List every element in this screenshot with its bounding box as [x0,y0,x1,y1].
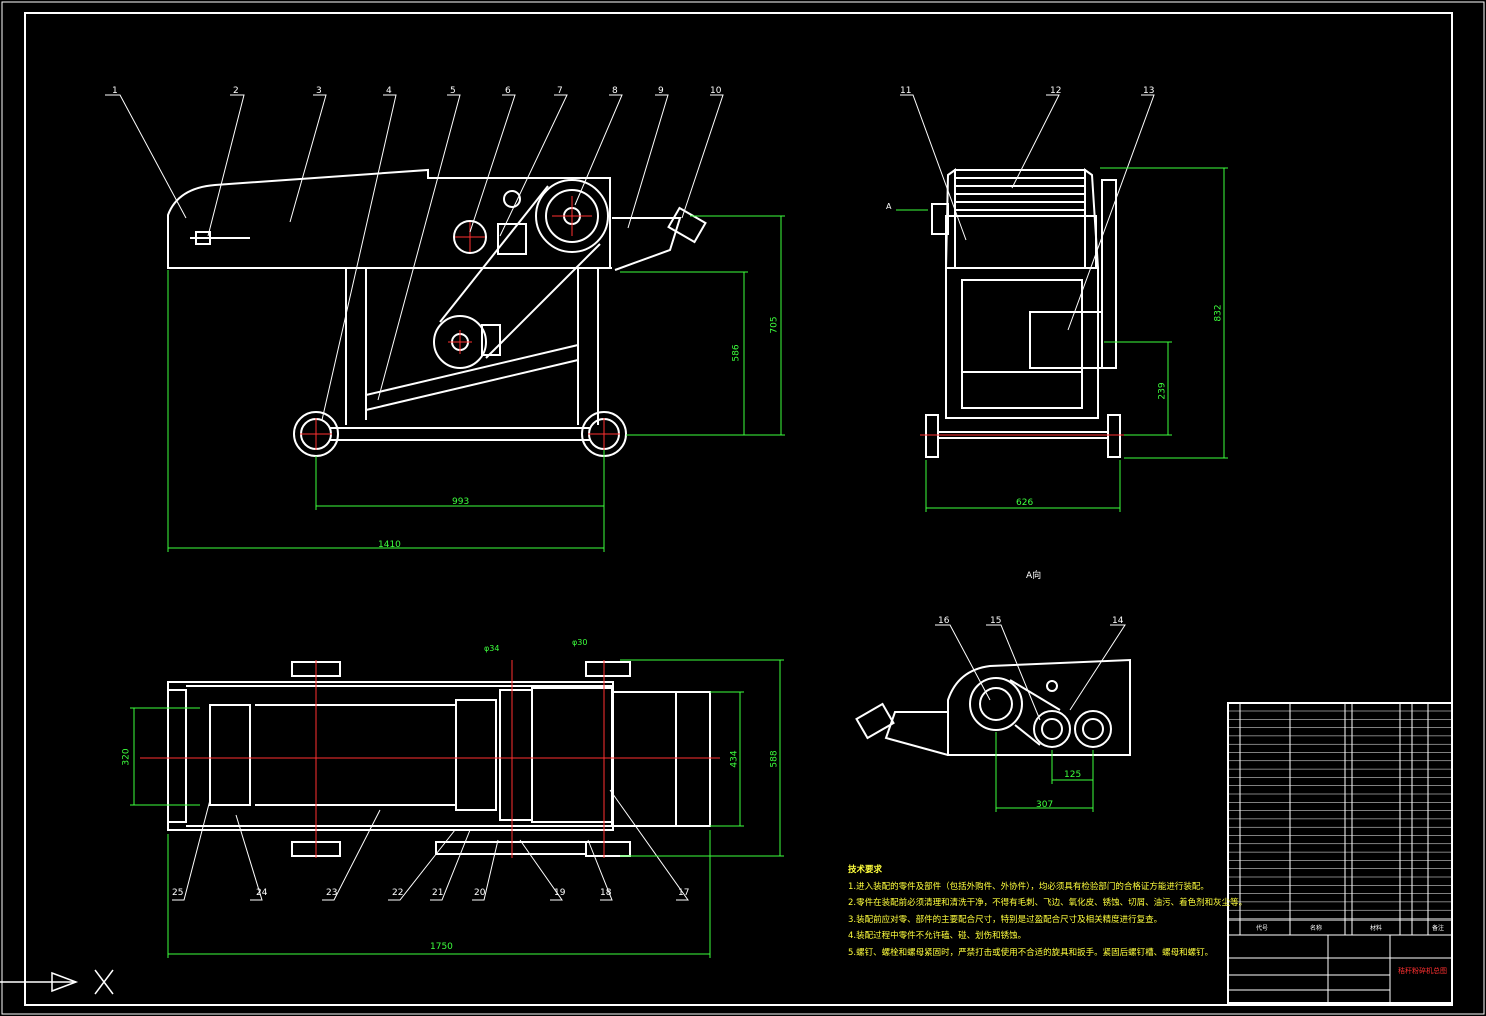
tb-col-note: 备注 [1432,925,1445,932]
tb-col-material: 材料 [1370,925,1383,932]
balloon-16: 16 [938,616,950,626]
balloon-15: 15 [990,616,1002,626]
top-centerlines [140,660,720,858]
side-leaders [900,94,1155,331]
front-centerlines [300,196,620,450]
title-block-rows [1228,710,1452,919]
origin-marker [0,969,114,995]
detail-view [855,658,1131,756]
dim-1750: 1750 [430,942,453,952]
balloon-19: 19 [554,888,566,898]
balloon-25: 25 [172,888,184,898]
detail-leaders [935,624,1126,721]
dim-586: 586 [731,344,742,362]
top-dimensions [130,659,784,958]
balloon-12: 12 [1050,86,1062,96]
title-block [1227,702,1453,1004]
dim-434: 434 [729,750,740,768]
dim-626: 626 [1016,498,1034,508]
balloon-22: 22 [392,888,404,898]
side-dimensions [896,167,1228,512]
tb-drawing-title: 秸秆粉碎机总图 [1398,967,1447,975]
balloon-23: 23 [326,888,338,898]
dim-1410: 1410 [378,540,401,550]
balloon-8: 8 [612,86,618,96]
balloon-1: 1 [112,86,118,96]
front-dimensions [167,215,785,552]
balloon-14: 14 [1112,616,1124,626]
note-5: 5.螺钉、螺栓和螺母紧固时，严禁打击或使用不合适的旋具和扳手。紧固后螺钉槽、螺母… [848,947,1214,958]
balloon-13: 13 [1143,86,1155,96]
balloon-7: 7 [557,86,563,96]
balloon-3: 3 [316,86,322,96]
balloon-21: 21 [432,888,444,898]
dim-705: 705 [769,316,780,334]
dim-588: 588 [769,750,780,768]
front-view [167,168,707,457]
detail-dimensions [995,732,1094,812]
balloon-11: 11 [900,86,912,96]
dim-832: 832 [1213,304,1224,322]
balloon-10: 10 [710,86,722,96]
dim-239: 239 [1157,382,1168,400]
note-4: 4.装配过程中零件不允许磕、碰、划伤和锈蚀。 [848,931,1027,941]
note-2: 2.零件在装配前必须清理和清洗干净，不得有毛刺、飞边、氧化皮、锈蚀、切屑、油污、… [848,898,1248,908]
balloon-20: 20 [474,888,486,898]
dim-307: 307 [1036,800,1054,810]
tb-col-code: 代号 [1256,925,1269,932]
dim-320: 320 [121,748,132,766]
dim-125: 125 [1064,770,1082,780]
balloon-5: 5 [450,86,456,96]
note-1: 1.进入装配的零件及部件（包括外购件、外协件），均必须具有检验部门的合格证方能进… [848,881,1209,892]
balloon-9: 9 [658,86,664,96]
balloon-6: 6 [505,86,511,96]
balloon-17: 17 [678,888,690,898]
dim-dia30: φ30 [572,638,588,647]
side-view [925,168,1121,458]
notes-title: 技术要求 [848,865,883,875]
balloon-24: 24 [256,888,268,898]
note-3: 3.装配前应对零、部件的主要配合尺寸，特别是过盈配合尺寸及相关精度进行复查。 [848,914,1163,925]
view-arrow-a: A [886,202,892,211]
front-leaders [105,94,724,421]
balloon-4: 4 [386,86,392,96]
top-view [167,661,711,857]
view-label-a: A向 [1026,571,1042,581]
balloon-2: 2 [233,86,239,96]
balloon-18: 18 [600,888,612,898]
technical-requirements: 技术要求 1.进入装配的零件及部件（包括外购件、外协件），均必须具有检验部门的合… [848,862,1248,961]
top-leaders [172,789,689,901]
dim-dia34: φ34 [484,644,500,653]
tb-col-name: 名称 [1310,925,1323,932]
dim-993: 993 [452,497,470,507]
